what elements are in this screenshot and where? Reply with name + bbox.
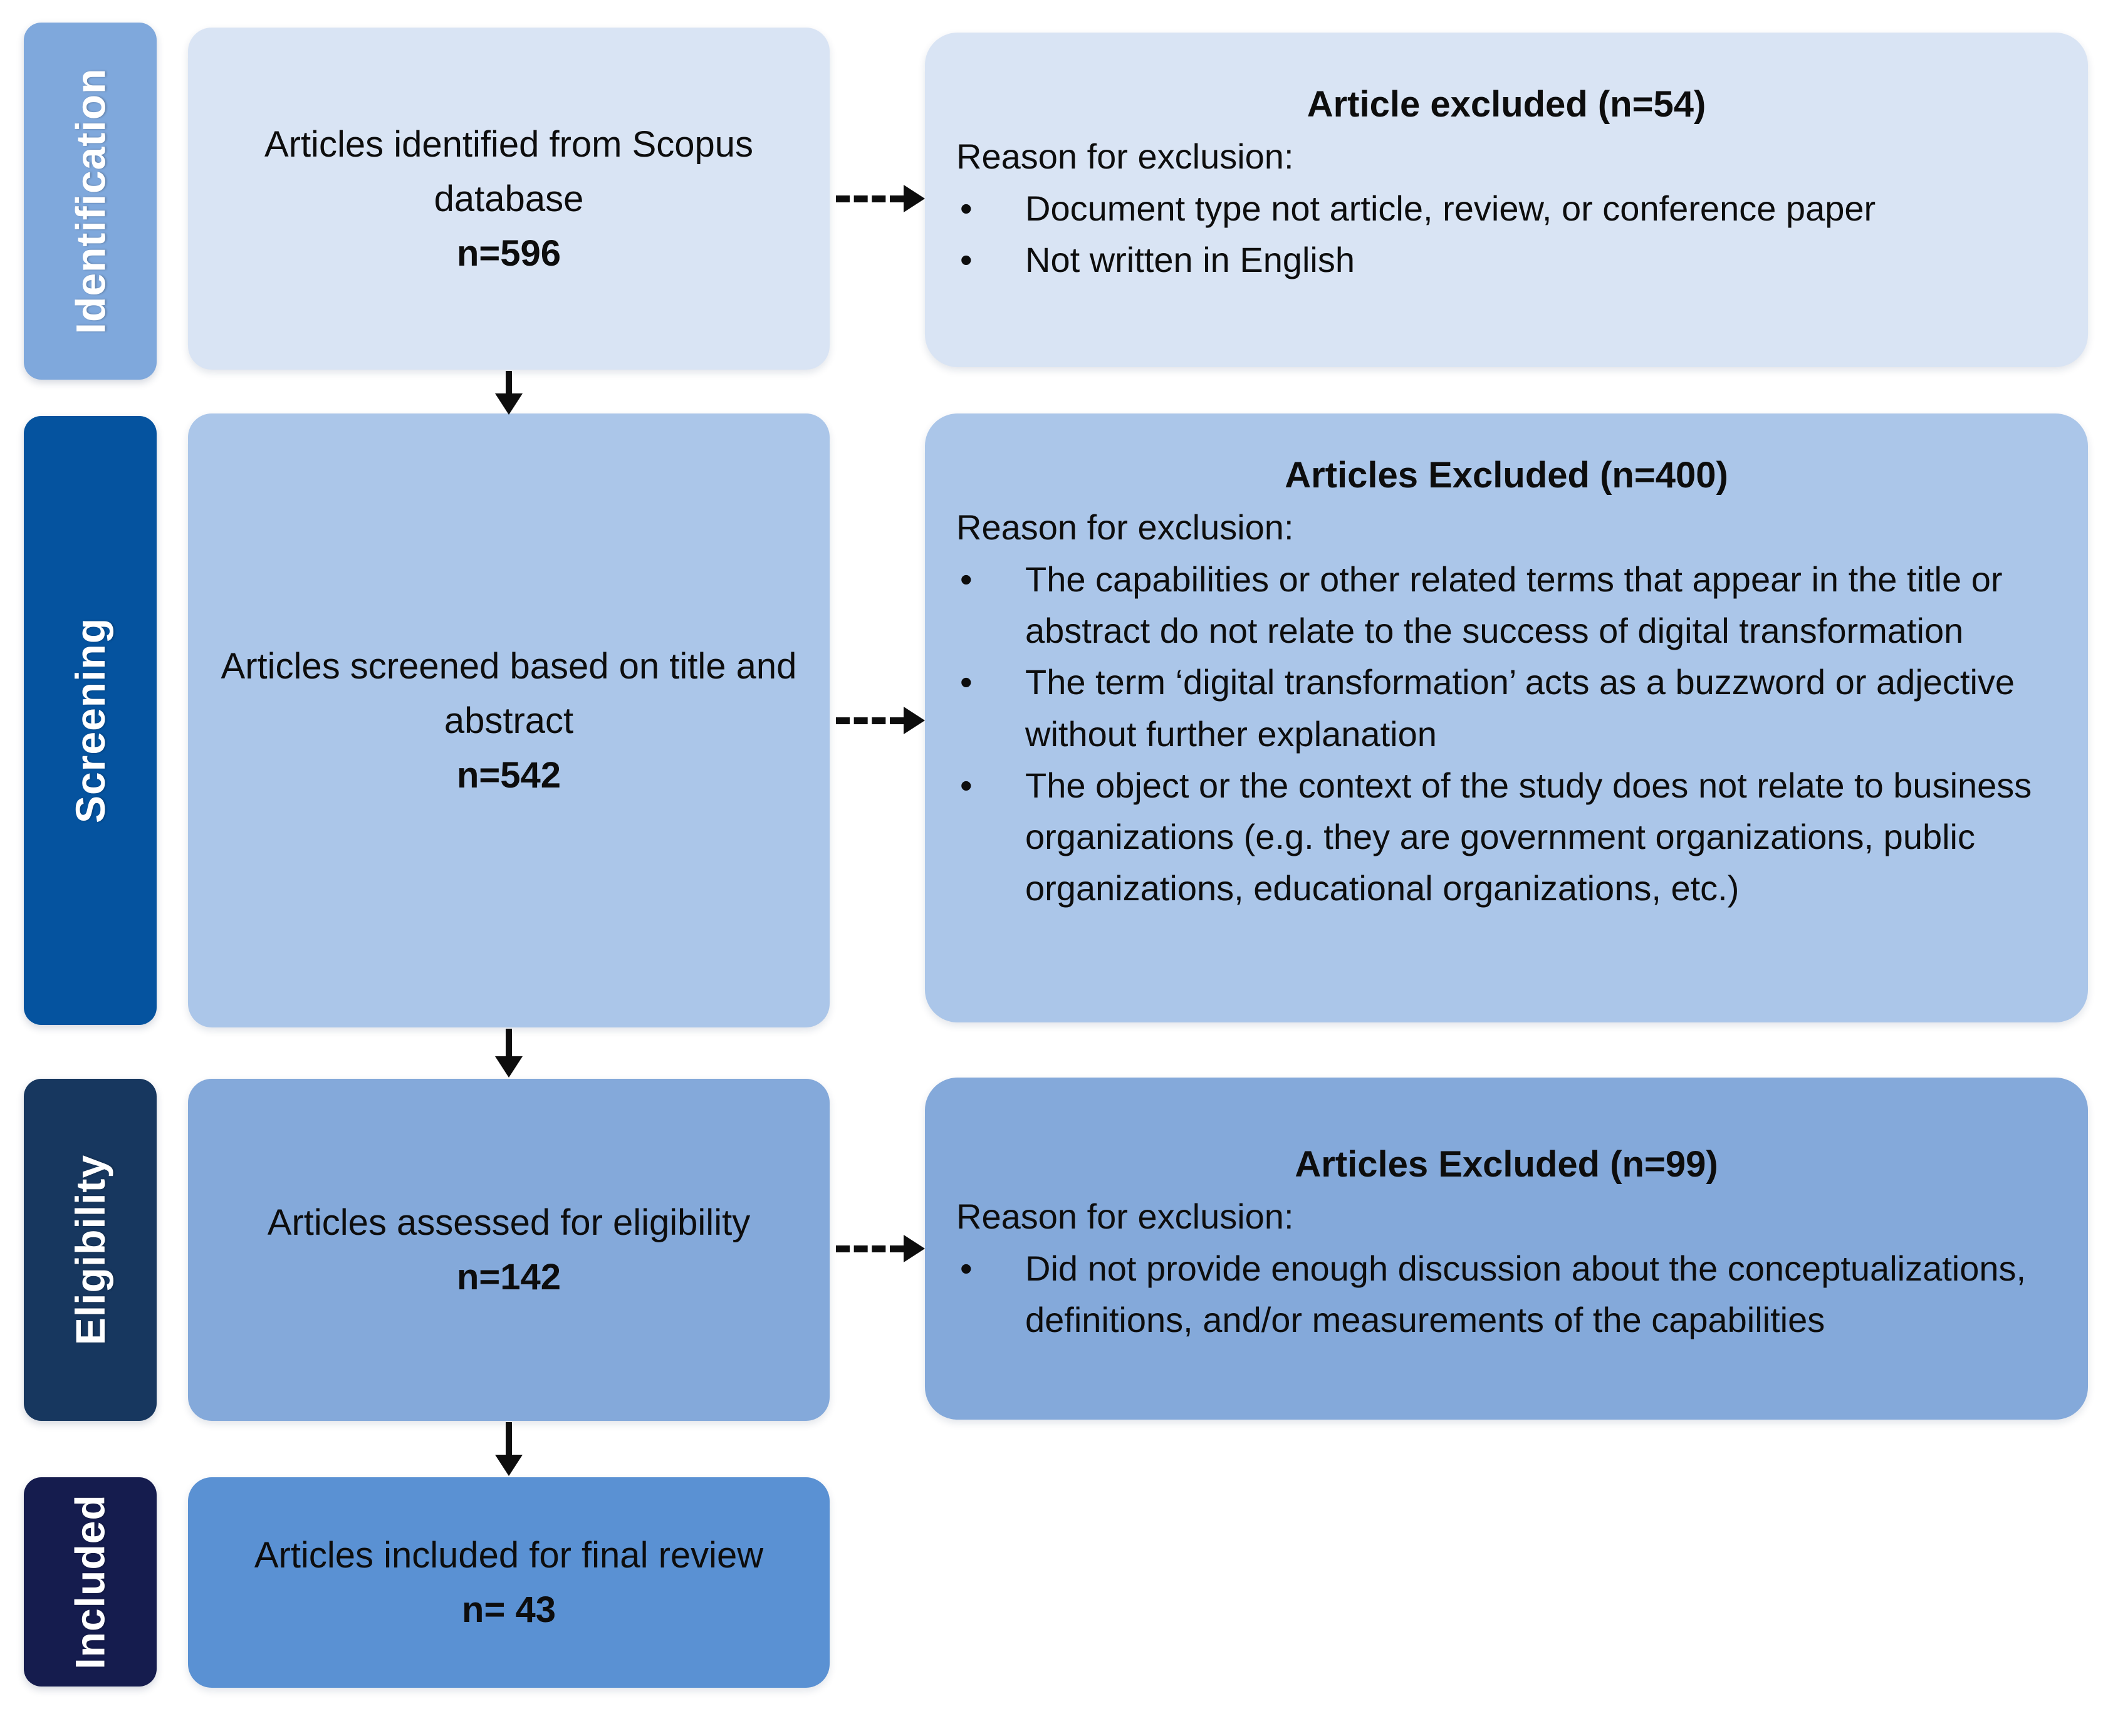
exclusion-box-eligibility: Articles Excluded (n=99) Reason for excl… xyxy=(925,1078,2088,1420)
arrow-head xyxy=(495,393,523,415)
list-item: • Not written in English xyxy=(956,234,2057,286)
main-box-screened: Articles screened based on title and abs… xyxy=(188,413,830,1027)
arrow-shaft xyxy=(506,371,512,393)
main-box-identified-count: n=596 xyxy=(456,232,561,274)
stage-included-label: Included xyxy=(67,1494,114,1670)
stage-identification-label: Identification xyxy=(67,68,114,335)
exclusion-reason-label: Reason for exclusion: xyxy=(956,137,1294,177)
exclusion-box-title: Articles Excluded (n=99) xyxy=(1295,1144,1718,1185)
main-box-screened-text: Articles screened based on title and abs… xyxy=(221,645,797,741)
arrow-head xyxy=(904,185,925,212)
down-arrow-icon xyxy=(495,1422,523,1476)
stage-eligibility: Eligibility xyxy=(24,1079,157,1421)
main-box-screened-count: n=542 xyxy=(456,754,561,796)
exclusion-reason-item: Not written in English xyxy=(1025,239,1355,279)
exclusion-reason-item: The capabilities or other related terms … xyxy=(1025,559,2003,650)
list-item: • Did not provide enough discussion abou… xyxy=(956,1243,2057,1346)
main-box-assessed-count: n=142 xyxy=(456,1257,561,1297)
list-item: • Document type not article, review, or … xyxy=(956,183,2057,234)
exclusion-reason-list: • Document type not article, review, or … xyxy=(956,183,2057,286)
down-arrow-icon xyxy=(495,1029,523,1078)
main-box-included-count: n= 43 xyxy=(462,1589,556,1630)
main-box-assessed: Articles assessed for eligibility n=142 xyxy=(188,1079,830,1421)
exclusion-reason-label: Reason for exclusion: xyxy=(956,1197,1294,1237)
exclusion-reason-list: • The capabilities or other related term… xyxy=(956,554,2057,915)
arrow-head xyxy=(904,1235,925,1262)
bullet-icon: • xyxy=(960,1248,973,1288)
exclusion-reason-item: Document type not article, review, or co… xyxy=(1025,188,1876,228)
exclusion-box-title: Article excluded (n=54) xyxy=(1307,84,1706,125)
arrow-shaft xyxy=(506,1029,512,1056)
exclusion-box-title: Articles Excluded (n=400) xyxy=(1285,455,1728,496)
arrow-head xyxy=(495,1455,523,1476)
arrow-shaft xyxy=(506,1422,512,1455)
main-box-assessed-text: Articles assessed for eligibility xyxy=(267,1202,751,1243)
stage-included: Included xyxy=(24,1477,157,1687)
list-item: • The object or the context of the study… xyxy=(956,760,2057,915)
arrow-head xyxy=(904,707,925,734)
exclusion-reason-item: Did not provide enough discussion about … xyxy=(1025,1248,2027,1339)
arrow-dashes xyxy=(836,1245,904,1252)
arrow-dashes xyxy=(836,717,904,724)
list-item: • The capabilities or other related term… xyxy=(956,554,2057,657)
list-item: • The term ‘digital transformation’ acts… xyxy=(956,657,2057,760)
bullet-icon: • xyxy=(960,188,973,228)
exclusion-reason-label: Reason for exclusion: xyxy=(956,507,1294,548)
main-box-identified: Articles identified from Scopus database… xyxy=(188,28,830,370)
exclusion-reason-item: The term ‘digital transformation’ acts a… xyxy=(1025,662,2015,754)
bullet-icon: • xyxy=(960,559,973,599)
dashed-right-arrow-icon xyxy=(836,707,925,734)
dashed-right-arrow-icon xyxy=(836,1235,925,1262)
stage-screening: Screening xyxy=(24,416,157,1025)
bullet-icon: • xyxy=(960,662,973,702)
stage-screening-label: Screening xyxy=(67,617,114,824)
main-box-included: Articles included for final review n= 43 xyxy=(188,1477,830,1688)
arrow-head xyxy=(495,1056,523,1078)
dashed-right-arrow-icon xyxy=(836,185,925,212)
exclusion-reason-list: • Did not provide enough discussion abou… xyxy=(956,1243,2057,1346)
stage-eligibility-label: Eligibility xyxy=(67,1154,114,1346)
exclusion-box-identification: Article excluded (n=54) Reason for exclu… xyxy=(925,33,2088,367)
bullet-icon: • xyxy=(960,765,973,805)
main-box-identified-text: Articles identified from Scopus database xyxy=(264,123,754,219)
stage-identification: Identification xyxy=(24,23,157,380)
main-box-included-text: Articles included for final review xyxy=(254,1535,764,1576)
exclusion-reason-item: The object or the context of the study d… xyxy=(1025,765,2032,908)
bullet-icon: • xyxy=(960,239,973,279)
down-arrow-icon xyxy=(495,371,523,415)
exclusion-box-screening: Articles Excluded (n=400) Reason for exc… xyxy=(925,413,2088,1022)
arrow-dashes xyxy=(836,195,904,202)
